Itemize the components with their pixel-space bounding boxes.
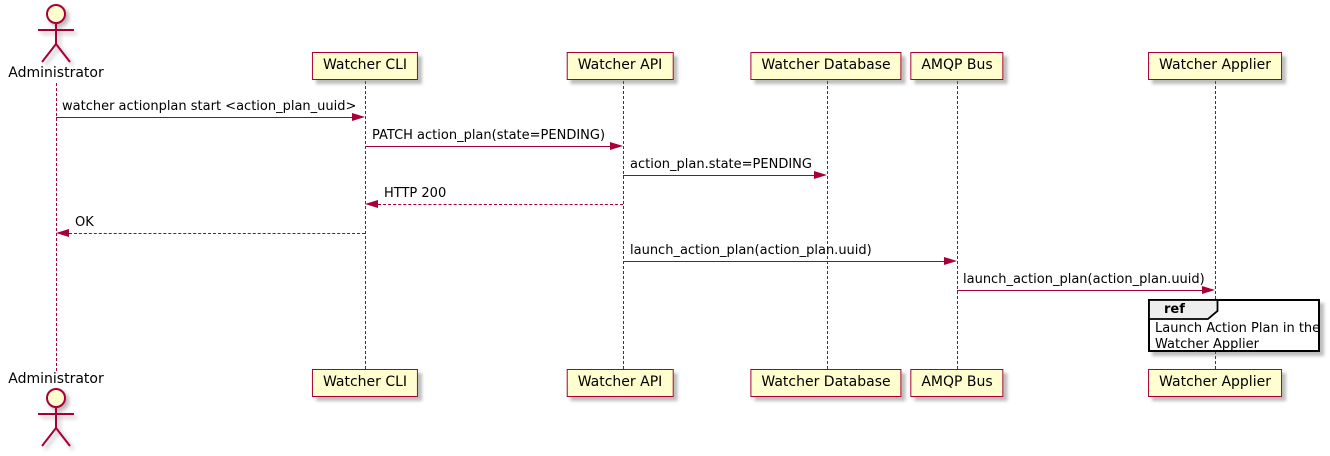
message-1-label: watcher actionplan start <action_plan_uu… xyxy=(62,99,357,114)
ref-keyword: ref xyxy=(1164,302,1185,317)
ref-header-pentagon-icon xyxy=(1149,300,1219,320)
actor-icon-bottom xyxy=(38,388,74,447)
participant-watcher-cli-bottom: Watcher CLI xyxy=(311,369,419,397)
participant-watcher-applier-bottom: Watcher Applier xyxy=(1148,369,1282,397)
message-2-label: PATCH action_plan(state=PENDING) xyxy=(372,128,606,143)
message-3-arrowhead xyxy=(814,171,827,179)
message-6-label: launch_action_plan(action_plan.uuid) xyxy=(630,243,872,258)
participant-watcher-database-bottom: Watcher Database xyxy=(750,369,902,397)
message-4-arrowhead xyxy=(365,200,378,208)
lifeline-watcher-cli xyxy=(365,81,366,369)
lifeline-watcher-applier xyxy=(1215,81,1216,369)
lifeline-watcher-api xyxy=(623,81,624,369)
participant-watcher-applier-top: Watcher Applier xyxy=(1148,52,1282,80)
message-4-line xyxy=(378,204,623,205)
message-1-line xyxy=(56,117,352,118)
ref-text-line-2: Watcher Applier xyxy=(1155,337,1259,352)
lifeline-amqp-bus xyxy=(957,81,958,369)
participant-watcher-api-bottom: Watcher API xyxy=(566,369,674,397)
message-1-arrowhead xyxy=(352,113,365,121)
message-5-arrowhead xyxy=(56,229,69,237)
ref-text: Launch Action Plan in the Watcher Applie… xyxy=(1150,321,1325,353)
message-2-arrowhead xyxy=(610,142,623,150)
lifeline-watcher-database xyxy=(827,81,828,369)
message-7-arrowhead xyxy=(1202,286,1215,294)
message-2-line xyxy=(365,146,610,147)
participant-amqp-bus-bottom: AMQP Bus xyxy=(910,369,1004,397)
lifeline-administrator xyxy=(56,83,57,371)
message-3-line xyxy=(623,175,814,176)
message-7-line xyxy=(957,290,1202,291)
message-5-line xyxy=(69,233,365,234)
participant-watcher-cli-top: Watcher CLI xyxy=(311,52,419,80)
message-7-label: launch_action_plan(action_plan.uuid) xyxy=(963,272,1205,287)
message-6-line xyxy=(623,261,944,262)
actor-label-bottom: Administrator xyxy=(8,371,104,387)
ref-text-line-1: Launch Action Plan in the xyxy=(1155,321,1321,336)
participant-watcher-database-top: Watcher Database xyxy=(750,52,902,80)
participant-amqp-bus-top: AMQP Bus xyxy=(910,52,1004,80)
actor-label-top: Administrator xyxy=(8,65,104,81)
participant-watcher-api-top: Watcher API xyxy=(566,52,674,80)
message-5-label: OK xyxy=(75,215,94,230)
ref-fragment: ref Launch Action Plan in the Watcher Ap… xyxy=(1148,299,1320,352)
message-6-arrowhead xyxy=(944,257,957,265)
message-4-label: HTTP 200 xyxy=(384,186,447,201)
message-3-label: action_plan.state=PENDING xyxy=(630,157,812,172)
actor-icon-top xyxy=(38,4,74,63)
